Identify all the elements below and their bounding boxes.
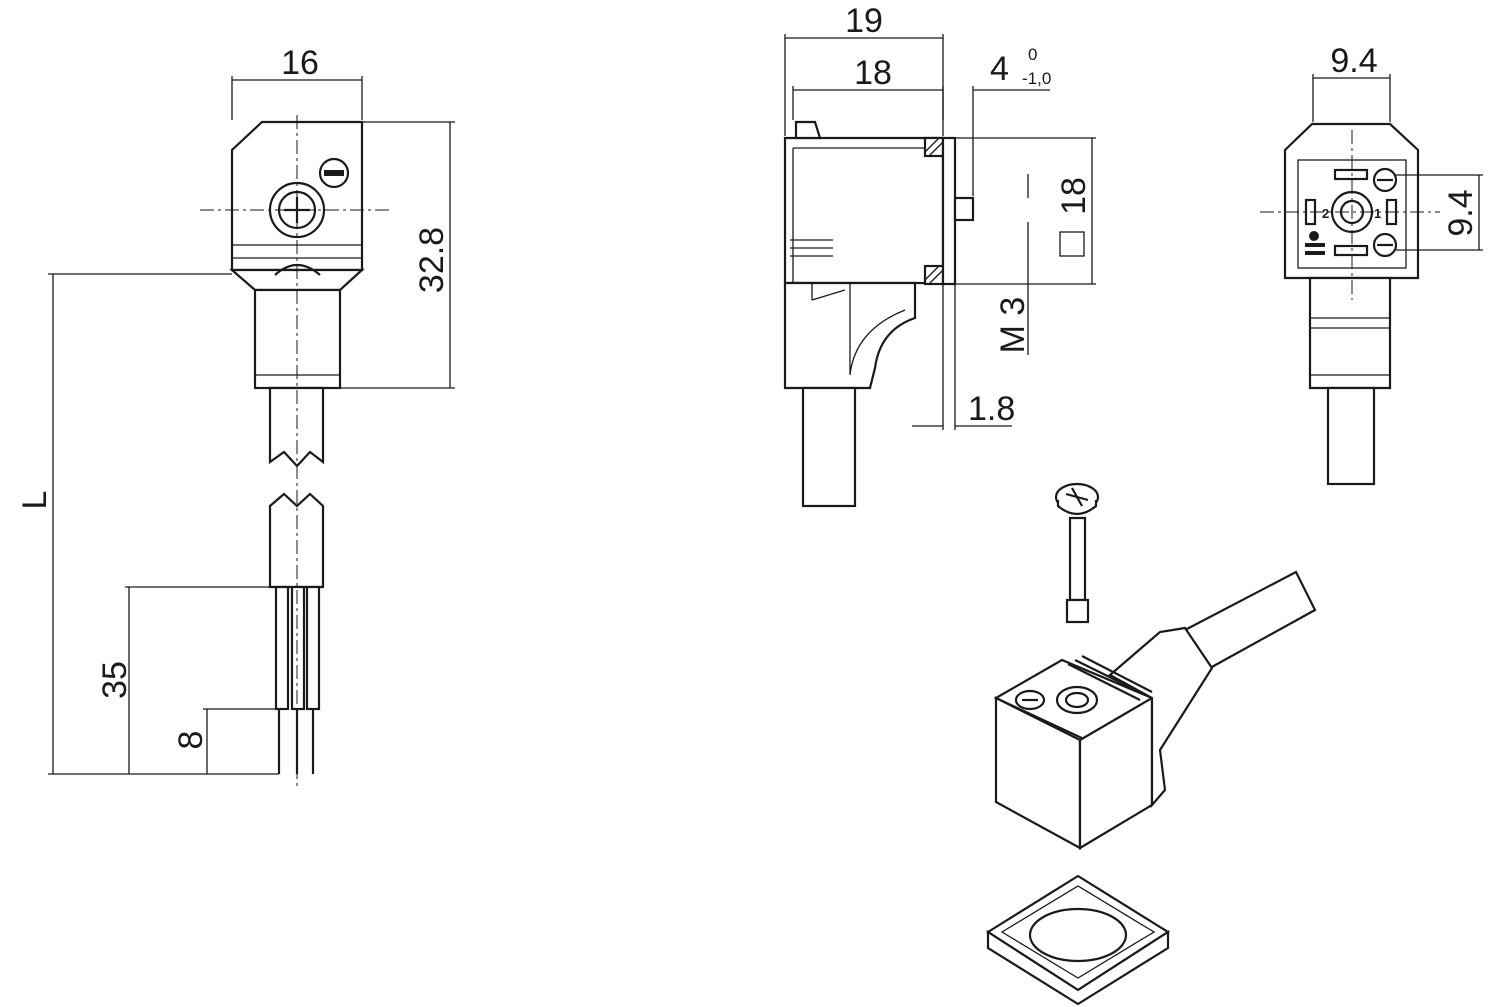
gasket-icon [985, 874, 1171, 1006]
square-symbol-icon [1059, 231, 1085, 257]
dim-side-outer: 19 [845, 2, 883, 40]
isometric-view [985, 482, 1317, 1006]
tol-upper: 0 [1028, 45, 1037, 64]
dim-cable-length: L [16, 491, 54, 510]
dim-body-square: 18 [1055, 177, 1093, 215]
screw-icon [1054, 482, 1100, 624]
dim-pin-spacing-v: 9.4 [1442, 189, 1480, 236]
dim-front-width: 16 [281, 44, 319, 82]
side-view: 19 18 4 0 -1,0 18 M 3 1.8 [783, 2, 1096, 508]
dim-strip-inner: 8 [172, 731, 210, 750]
pin-label-1: 1 [1374, 206, 1381, 221]
dim-pin-spacing-h: 9.4 [1330, 42, 1377, 80]
pin-label-2: 2 [1322, 206, 1329, 221]
dim-gasket: 1.8 [968, 390, 1015, 428]
dim-side-inner: 18 [854, 54, 892, 92]
dim-flange: 4 [990, 50, 1009, 88]
tol-lower: -1,0 [1022, 69, 1051, 88]
pin-face-view: 2 1 9.4 9.4 [1260, 42, 1483, 486]
dim-strip-outer: 35 [96, 661, 134, 699]
dim-screw-thread: M 3 [994, 297, 1032, 354]
dim-front-height: 32.8 [413, 227, 451, 293]
front-view: 16 32.8 L 35 8 [16, 44, 455, 790]
